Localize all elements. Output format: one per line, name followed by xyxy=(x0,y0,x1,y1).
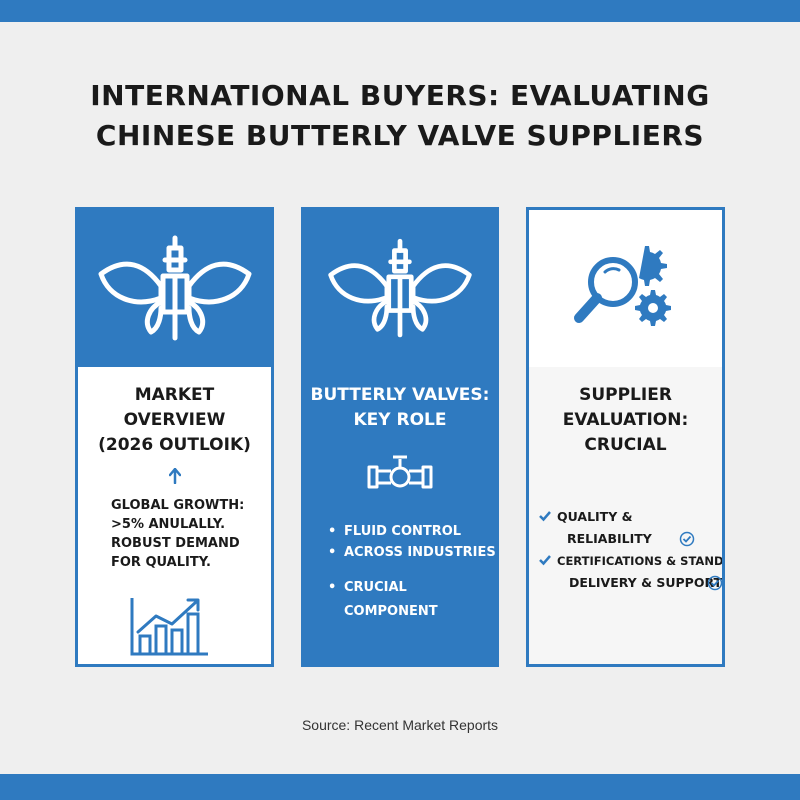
supplier-evaluation-card: SUPPLIER EVALUATION: CRUCIAL QUALITY & R… xyxy=(526,207,725,667)
market-overview-card: MARKET OVERVIEW (2026 OUTLOIK) GLOBAL GR… xyxy=(75,207,274,667)
check-circle-icon xyxy=(679,531,695,547)
checkmark-icon xyxy=(539,511,551,522)
butterfly-valves-card: BUTTERLY VALVES: KEY ROLE •FLUID CONTROL… xyxy=(301,207,499,667)
heading-line: BUTTERLY VALVES: xyxy=(310,385,490,405)
market-overview-heading: MARKET OVERVIEW (2026 OUTLOIK) xyxy=(78,383,271,458)
growth-text: GLOBAL GROWTH: >5% ANULALLY. ROBUST DEMA… xyxy=(111,496,271,572)
list-item-text: ACROSS INDUSTRIES xyxy=(344,545,496,560)
text-line: ROBUST DEMAND xyxy=(111,536,240,551)
heading-line: EVALUATION: xyxy=(562,410,689,430)
card-header xyxy=(529,210,722,367)
check-item: CERTIFICATIONS & STANDARDS DELIVERY & SU… xyxy=(539,550,722,594)
butterfly-valve-icon xyxy=(98,235,251,340)
card-header xyxy=(78,210,271,367)
source-note: Source: Recent Market Reports xyxy=(301,717,499,733)
supplier-evaluation-heading: SUPPLIER EVALUATION: CRUCIAL xyxy=(529,383,722,458)
heading-line: SUPPLIER xyxy=(579,385,672,405)
valve-role-list: •FLUID CONTROL •ACROSS INDUSTRIES •CRUCI… xyxy=(328,521,496,622)
title-line-1: INTERNATIONAL BUYERS: EVALUATING xyxy=(90,79,710,112)
check-item-text: RELIABILITY xyxy=(567,531,652,546)
checkmark-icon xyxy=(539,555,551,566)
check-circle-icon xyxy=(707,575,722,591)
heading-line: OVERVIEW xyxy=(123,410,226,430)
heading-line: (2026 OUTLOIK) xyxy=(98,435,251,455)
text-line: FOR QUALITY. xyxy=(111,555,211,570)
heading-line: CRUCIAL xyxy=(584,435,667,455)
check-item: QUALITY & RELIABILITY xyxy=(539,506,722,550)
heading-line: MARKET xyxy=(134,385,215,405)
growth-chart-icon xyxy=(130,598,208,656)
list-item-text: COMPONENT xyxy=(344,604,438,619)
card-header xyxy=(304,210,496,367)
butterfly-valve-icon xyxy=(328,238,472,337)
top-band xyxy=(0,0,800,22)
arrow-up-icon xyxy=(168,468,181,484)
bottom-band xyxy=(0,774,800,800)
list-item: •ACROSS INDUSTRIES xyxy=(328,542,496,563)
text-line: GLOBAL GROWTH: xyxy=(111,498,245,513)
check-item-text: QUALITY & xyxy=(557,509,633,524)
pipe-valve-icon xyxy=(367,455,433,489)
magnifier-gears-icon xyxy=(573,245,671,326)
title-line-2: CHINESE BUTTERLY VALVE SUPPLIERS xyxy=(95,119,705,152)
list-item-text: FLUID CONTROL xyxy=(344,524,462,539)
butterfly-valves-heading: BUTTERLY VALVES: KEY ROLE xyxy=(304,383,496,433)
evaluation-checklist: QUALITY & RELIABILITY CERTIFICATIONS & S… xyxy=(539,506,722,594)
check-item-text: CERTIFICATIONS & STANDARDS xyxy=(557,554,724,568)
text-line: >5% ANULALLY. xyxy=(111,517,226,532)
check-item-text: DELIVERY & SUPPORT xyxy=(569,575,723,590)
list-item-text: CRUCIAL xyxy=(344,580,407,595)
list-item: •FLUID CONTROL xyxy=(328,521,496,542)
heading-line: KEY ROLE xyxy=(353,410,447,430)
page-title: INTERNATIONAL BUYERS: EVALUATING CHINESE… xyxy=(0,76,800,156)
